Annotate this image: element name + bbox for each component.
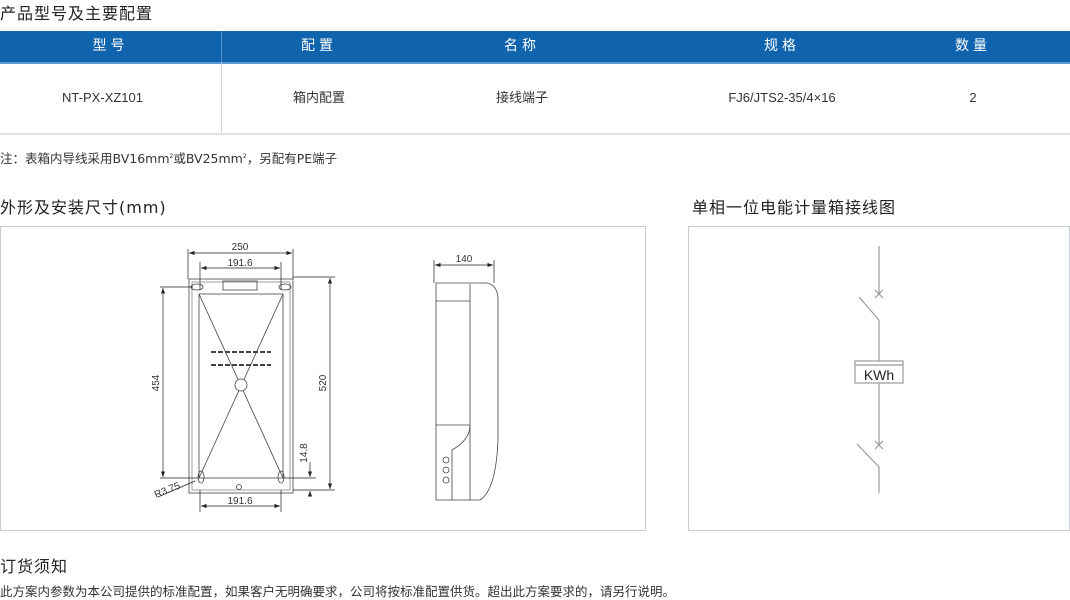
dim-hole-spacing-bottom: 191.6 <box>227 496 252 507</box>
cell-config: 箱内配置 <box>292 90 345 105</box>
section-title-dimensions: 外形及安装尺寸(mm) <box>0 198 167 217</box>
dim-height: 520 <box>318 374 329 391</box>
switch-contact <box>856 443 879 467</box>
note-sup: 2 <box>169 152 174 160</box>
table-row: NT-PX-XZ101 箱内配置 接线端子 FJ6/JTS2-35/4×16 2 <box>0 63 1070 135</box>
wiring-diagram-panel: KWh <box>688 226 1070 531</box>
dim-radius: R3.75 <box>153 480 182 500</box>
wiring-diagram: KWh <box>853 245 904 493</box>
dimension-drawing-panel: 250 191.6 191.6 454 520 14.8 R3.75 140 <box>0 226 646 531</box>
note-text: 或BV25mm <box>173 151 243 166</box>
switch-contact <box>858 296 879 320</box>
side-view <box>435 282 498 500</box>
note-text: 注：表箱内导线采用BV16mm <box>0 151 170 166</box>
header-name: 名称 <box>504 38 540 54</box>
dim-hole-spacing-top: 191.6 <box>227 258 252 269</box>
cell-qty: 2 <box>969 90 977 105</box>
header-qty: 数量 <box>955 38 991 54</box>
breaker-cross-icon <box>874 440 883 449</box>
section-title-wiring: 单相一位电能计量箱接线图 <box>692 198 897 217</box>
header-spec: 规格 <box>764 38 800 54</box>
table-note: 注：表箱内导线采用BV16mm2或BV25mm2，另配有PE端子 <box>0 148 337 167</box>
kwh-meter-label: KWh <box>863 367 893 383</box>
cell-name: 接线端子 <box>495 90 548 105</box>
section-title-config: 产品型号及主要配置 <box>0 4 154 23</box>
header-model: 型号 <box>92 38 129 54</box>
cell-model: NT-PX-XZ101 <box>62 90 143 105</box>
note-sup: 2 <box>242 152 247 160</box>
order-title: 订货须知 <box>0 557 69 576</box>
table-header: 型号 配置 名称 规格 数量 <box>0 31 1070 64</box>
header-config: 配置 <box>301 38 337 54</box>
dimension-drawing: 250 191.6 191.6 454 520 14.8 R3.75 140 <box>151 242 498 512</box>
order-text: 此方案内参数为本公司提供的标准配置，如果客户无明确要求，公司将按标准配置供货。超… <box>0 584 676 599</box>
dim-bottom-offset: 14.8 <box>299 442 310 462</box>
cell-spec: FJ6/JTS2-35/4×16 <box>728 90 836 105</box>
note-text: ，另配有PE端子 <box>246 151 338 166</box>
dim-hole-height: 454 <box>151 374 162 391</box>
dim-width: 250 <box>231 242 248 253</box>
front-view <box>188 278 293 493</box>
dim-depth: 140 <box>455 254 472 265</box>
breaker-cross-icon <box>874 289 883 298</box>
